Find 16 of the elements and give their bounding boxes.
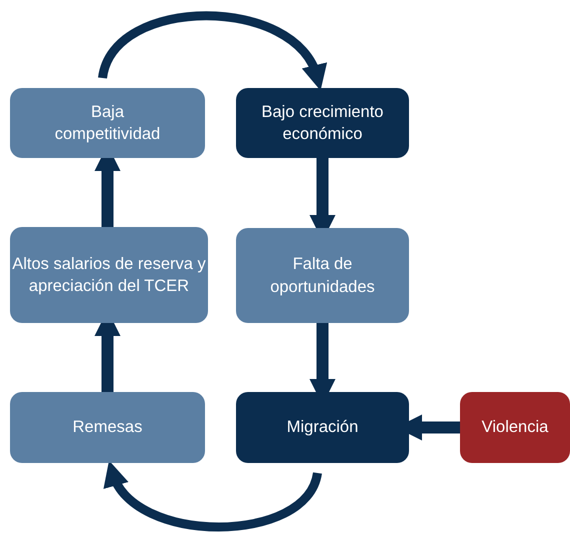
process-box	[236, 392, 409, 463]
process-box	[236, 88, 409, 158]
process-box	[236, 228, 409, 323]
box-label: Baja competitividad	[54, 102, 162, 145]
curved-arrow	[106, 461, 322, 532]
curved-arrow	[98, 11, 324, 90]
process-box	[10, 227, 208, 323]
process-box	[10, 392, 205, 463]
box-label: Falta de oportunidades	[269, 254, 376, 298]
box-label: Bajo crecimiento económico	[260, 102, 384, 145]
process-box	[10, 88, 205, 158]
box-label: Altos salarios de reserva y apreciación del TCER	[12, 254, 206, 297]
box-label: Migración	[286, 417, 358, 438]
box-label: Remesas	[72, 417, 142, 438]
box-label: Violencia	[482, 417, 548, 438]
process-box	[460, 392, 570, 463]
